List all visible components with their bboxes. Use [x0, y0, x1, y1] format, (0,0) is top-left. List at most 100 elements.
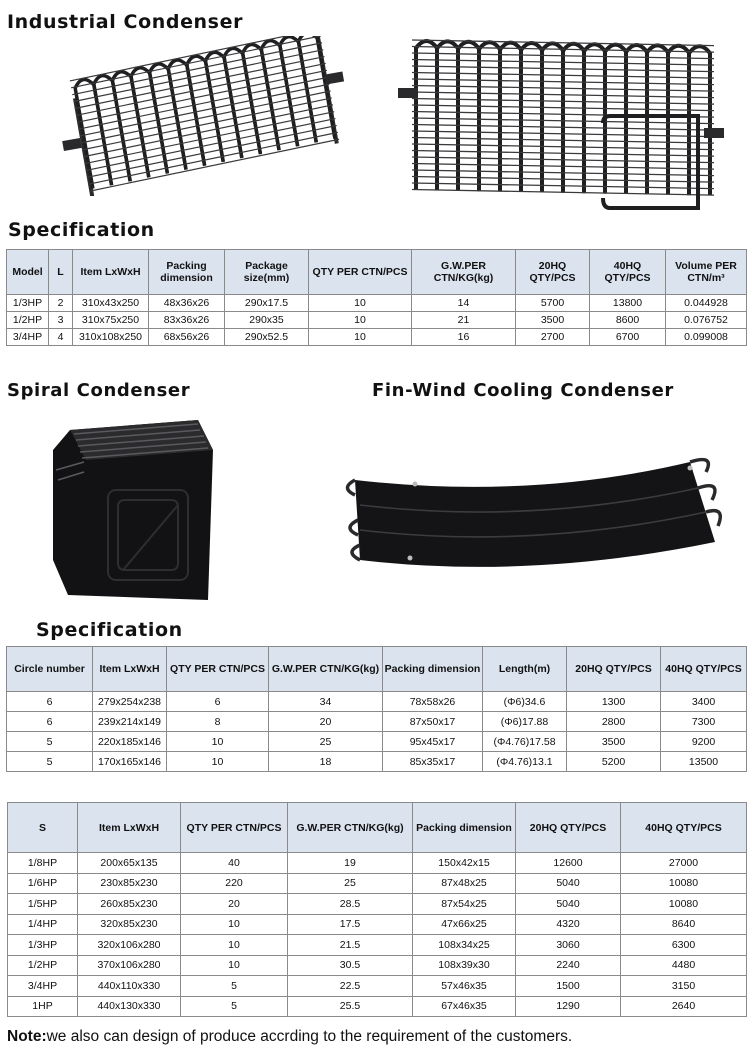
table-cell: 279x254x238	[92, 691, 167, 712]
industrial-condenser-heading: Industrial Condenser	[7, 11, 244, 33]
table-cell: 3400	[660, 691, 747, 712]
column-header: 20HQ QTY/PCS	[515, 249, 590, 295]
table-cell: 68x56x26	[148, 328, 225, 346]
column-header: G.W.PER CTN/KG(kg)	[287, 802, 413, 853]
table-cell: 13500	[660, 751, 747, 772]
table-cell: 10	[166, 751, 269, 772]
table-cell: 10	[180, 934, 288, 956]
table-cell: 14	[411, 294, 516, 312]
table-cell: 440x130x330	[77, 995, 181, 1017]
note-label: Note:	[7, 1028, 47, 1045]
table-cell: 1/4HP	[7, 913, 78, 935]
fin-wind-condenser-heading: Fin-Wind Cooling Condenser	[372, 380, 674, 401]
column-header: Packing dimension	[382, 646, 483, 692]
table-cell: 10080	[620, 893, 747, 915]
table-cell: 10080	[620, 872, 747, 894]
table-cell: 10	[308, 328, 412, 346]
column-header: Length(m)	[482, 646, 567, 692]
table-cell: 2	[48, 294, 73, 312]
table-cell: 8	[166, 711, 269, 732]
table-cell: 3500	[515, 311, 590, 329]
table-cell: 20	[180, 893, 288, 915]
table-cell: 10	[180, 913, 288, 935]
table-cell: (Φ6)17.88	[482, 711, 567, 732]
spiral-condenser-image	[53, 420, 213, 600]
table-cell: 220x185x146	[92, 731, 167, 752]
table-cell: 78x58x26	[382, 691, 483, 712]
specification-heading-2: Specification	[36, 619, 183, 641]
table-cell: 1/3HP	[7, 934, 78, 956]
table-cell: 310x43x250	[72, 294, 149, 312]
table-cell: 8640	[620, 913, 747, 935]
table-cell: 5	[180, 995, 288, 1017]
table-cell: (Φ4.76)13.1	[482, 751, 567, 772]
table-cell: 310x75x250	[72, 311, 149, 329]
column-header: Package size(mm)	[224, 249, 309, 295]
table-cell: 310x108x250	[72, 328, 149, 346]
table-cell: 1/8HP	[7, 852, 78, 874]
table-cell: 230x85x230	[77, 872, 181, 894]
table-cell: 87x50x17	[382, 711, 483, 732]
table-cell: 83x36x26	[148, 311, 225, 329]
column-header: 20HQ QTY/PCS	[515, 802, 621, 853]
table-cell: 4	[48, 328, 73, 346]
column-header: QTY PER CTN/PCS	[180, 802, 288, 853]
industrial-condenser-image-2	[398, 39, 724, 210]
table-cell: 200x65x135	[77, 852, 181, 874]
table-cell: 10	[166, 731, 269, 752]
footer-note: Note:we also can design of produce accrd…	[7, 1028, 572, 1046]
table-cell: 290x35	[224, 311, 309, 329]
table-cell: 87x54x25	[412, 893, 516, 915]
table-cell: 48x36x26	[148, 294, 225, 312]
table-cell: 3	[48, 311, 73, 329]
column-header: 40HQ QTY/PCS	[589, 249, 666, 295]
table-cell: 87x48x25	[412, 872, 516, 894]
column-header: 40HQ QTY/PCS	[620, 802, 747, 853]
table-cell: 2240	[515, 954, 621, 976]
table-cell: (Φ6)34.6	[482, 691, 567, 712]
table-cell: 108x34x25	[412, 934, 516, 956]
column-header: Volume PER CTN/m³	[665, 249, 747, 295]
table-cell: 5040	[515, 893, 621, 915]
table-cell: 1/5HP	[7, 893, 78, 915]
table-cell: 10	[308, 294, 412, 312]
table-cell: 12600	[515, 852, 621, 874]
column-header: Circle number	[6, 646, 93, 692]
table-cell: 21.5	[287, 934, 413, 956]
table-cell: 47x66x25	[412, 913, 516, 935]
table-cell: 290x17.5	[224, 294, 309, 312]
table-cell: 3500	[566, 731, 661, 752]
table-cell: 7300	[660, 711, 747, 732]
table-cell: 34	[268, 691, 383, 712]
table-cell: 150x42x15	[412, 852, 516, 874]
table-cell: 6	[6, 711, 93, 732]
table-cell: 170x165x146	[92, 751, 167, 772]
table-cell: 5040	[515, 872, 621, 894]
table-cell: 220	[180, 872, 288, 894]
table-cell: 5	[6, 731, 93, 752]
table-cell: 27000	[620, 852, 747, 874]
table-cell: 6300	[620, 934, 747, 956]
table-cell: 6700	[589, 328, 666, 346]
table-cell: 6	[166, 691, 269, 712]
column-header: Item LxWxH	[92, 646, 167, 692]
column-header: Packing dimension	[412, 802, 516, 853]
column-header: Model	[6, 249, 49, 295]
table-cell: 440x110x330	[77, 975, 181, 997]
spiral-condenser-heading: Spiral Condenser	[7, 380, 191, 401]
